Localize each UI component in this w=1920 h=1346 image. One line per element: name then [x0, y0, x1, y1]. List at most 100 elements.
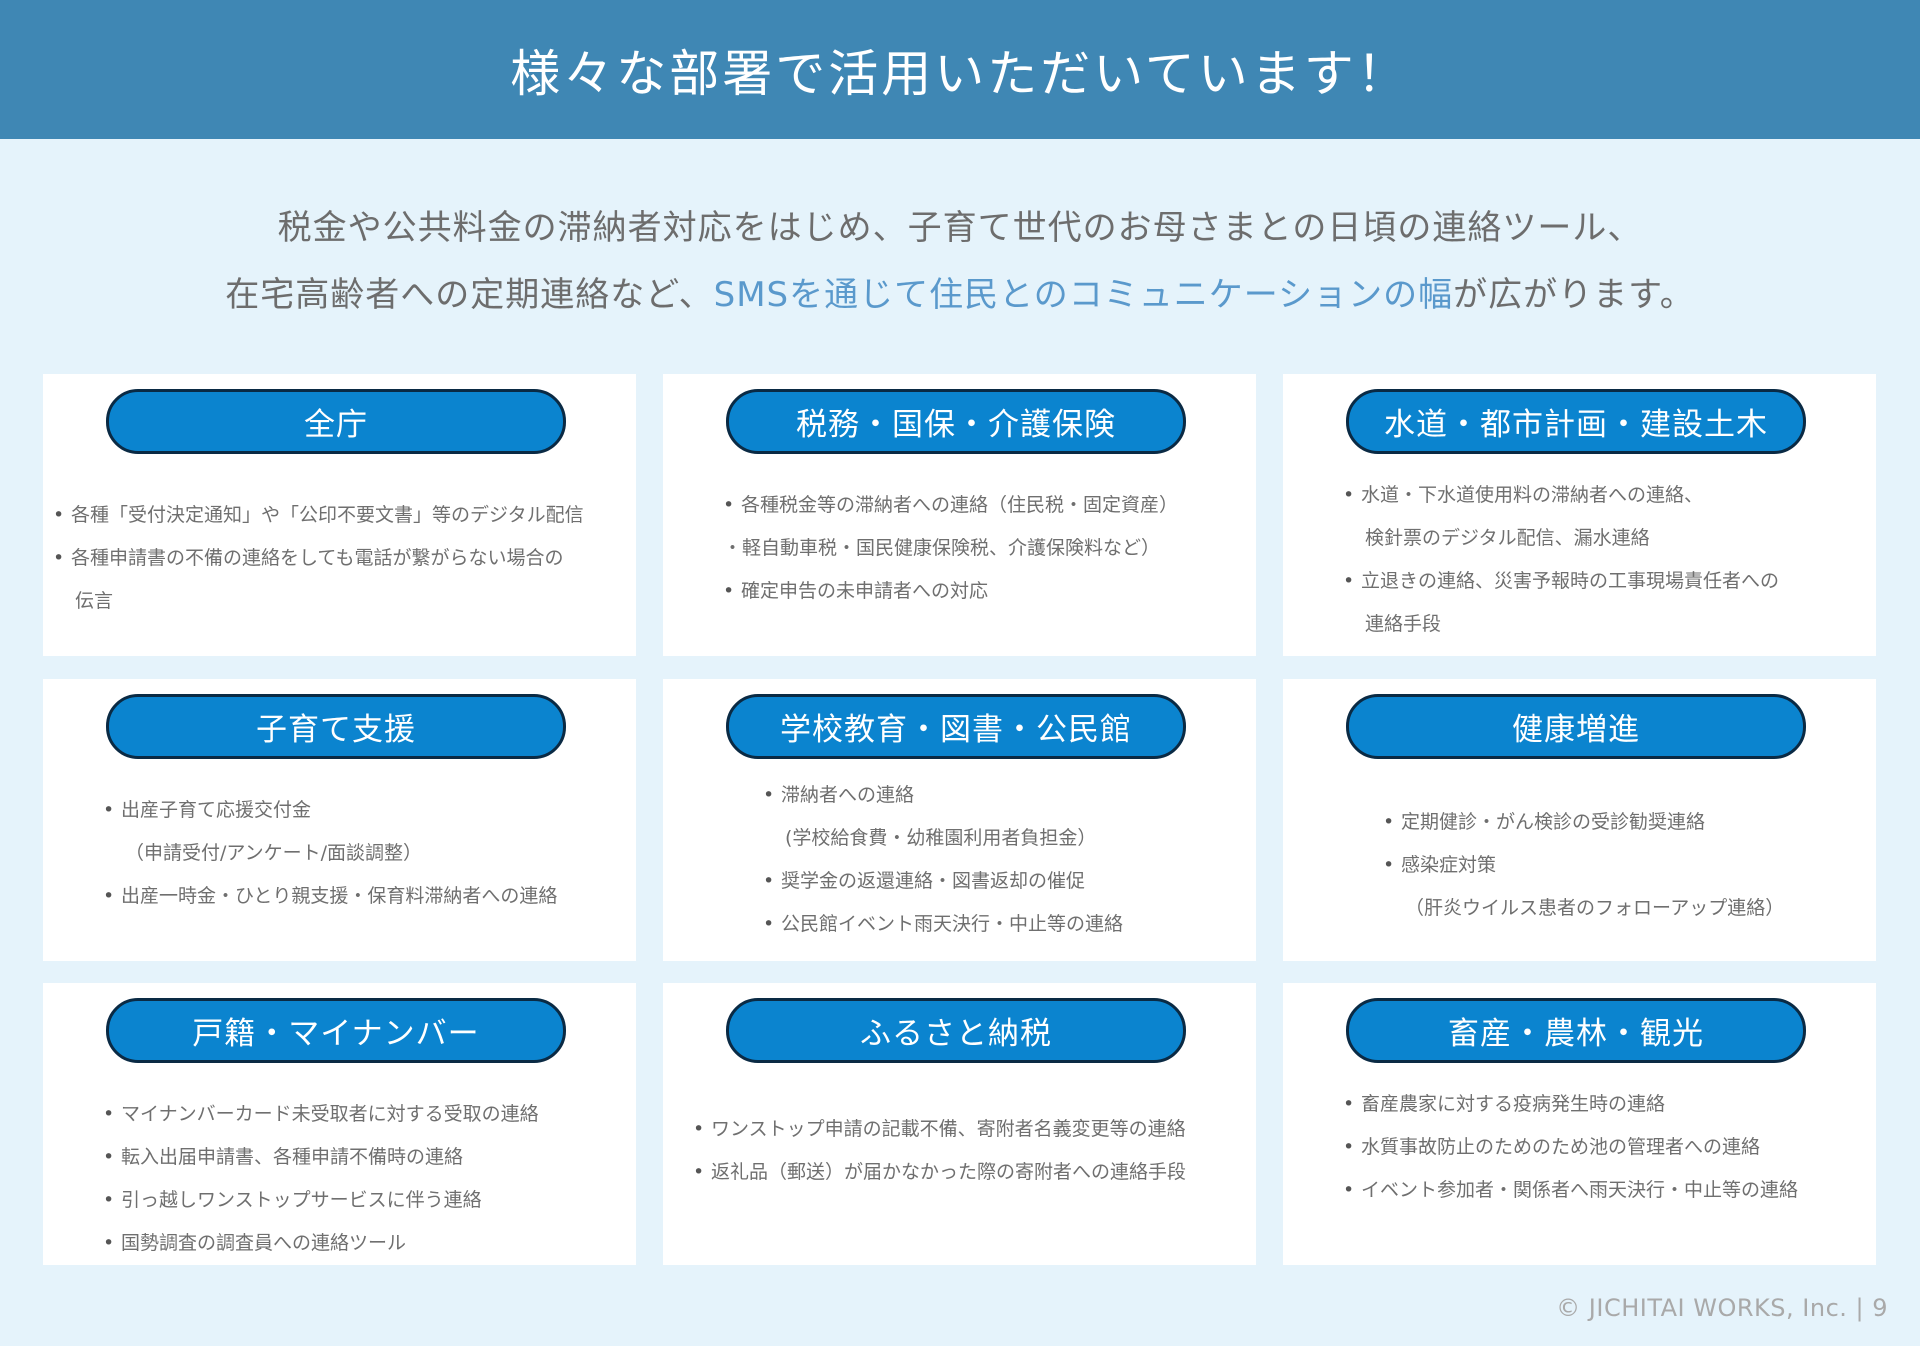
use-case-text: 公民館イベント雨天決行・中止等の連絡: [781, 913, 1124, 935]
use-case-text-continued: （肝炎ウイルス患者のフォローアップ連絡）: [1405, 897, 1785, 919]
use-case-text: 出産一時金・ひとり親支援・保育料滞納者への連絡: [121, 885, 558, 907]
use-case-text-continued: （申請受付/アンケート/面談調整）: [125, 842, 423, 864]
use-case-text: イベント参加者・関係者へ雨天決行・中止等の連絡: [1361, 1179, 1799, 1201]
bullet-icon: •: [693, 1118, 705, 1140]
bullet-icon: •: [1343, 570, 1355, 592]
use-case-text: 滞納者への連絡: [781, 784, 915, 806]
bullet-icon: •: [723, 494, 735, 516]
department-title-pill: ふるさと納税: [726, 998, 1186, 1063]
use-case-item: • 定期健診・がん検診の受診勧奨連絡: [1383, 801, 1784, 844]
use-case-text: 各種税金等の滞納者への連絡（住民税・固定資産）: [741, 494, 1179, 516]
bullet-icon: •: [103, 1232, 115, 1254]
use-case-list: •マイナンバーカード未受取者に対する受取の連絡•転入出届申請書、各種申請不備時の…: [103, 1093, 539, 1265]
use-case-item: •各種申請書の不備の連絡をしても電話が繋がらない場合の伝言: [53, 537, 584, 623]
use-case-text: 国勢調査の調査員への連絡ツール: [121, 1232, 407, 1254]
bullet-icon: •: [103, 799, 115, 821]
bullet-icon: •: [723, 580, 735, 602]
use-case-item: • 返礼品（郵送）が届かなかった際の寄附者への連絡手段: [693, 1151, 1186, 1194]
use-case-list: • ワンストップ申請の記載不備、寄附者名義変更等の連絡 • 返礼品（郵送）が届かなかっ…: [693, 1108, 1186, 1194]
use-case-list: • 水道・下水道使用料の滞納者への連絡、検針票のデジタル配信、漏水連絡 • 立退きの連…: [1343, 474, 1779, 646]
use-case-item: •水質事故防止のためのため池の管理者への連絡: [1343, 1126, 1798, 1169]
use-case-text: 奨学金の返還連絡・図書返却の催促: [781, 870, 1086, 892]
department-card: 健康増進 • 定期健診・がん検診の受診勧奨連絡 • 感染症対策 （肝炎ウイルス患者のフォロ…: [1283, 679, 1876, 961]
use-case-text: 転入出届申請書、各種申請不備時の連絡: [121, 1146, 464, 1168]
use-case-text-continued: 検針票のデジタル配信、漏水連絡: [1365, 527, 1650, 549]
use-case-list: • 各種「受付決定通知」や「公印不要文書」等のデジタル配信 •各種申請書の不備の連絡…: [53, 494, 584, 623]
use-case-item: • 公民館イベント雨天決行・中止等の連絡: [763, 903, 1123, 946]
use-case-item: • 水道・下水道使用料の滞納者への連絡、検針票のデジタル配信、漏水連絡: [1343, 474, 1779, 560]
intro-line-2-after: が広がります。: [1453, 275, 1695, 315]
use-case-item: •マイナンバーカード未受取者に対する受取の連絡: [103, 1093, 539, 1136]
use-case-item: • ワンストップ申請の記載不備、寄附者名義変更等の連絡: [693, 1108, 1186, 1151]
use-case-item: • 出産子育て応援交付金 （申請受付/アンケート/面談調整）: [103, 789, 557, 875]
use-case-list: • 定期健診・がん検診の受診勧奨連絡 • 感染症対策 （肝炎ウイルス患者のフォローアップ…: [1383, 801, 1784, 930]
intro-line-1: 税金や公共料金の滞納者対応をはじめ、子育て世代のお母さまとの日頃の連絡ツール、: [277, 208, 1643, 248]
use-case-text: 定期健診・がん検診の受診勧奨連絡: [1401, 811, 1706, 833]
use-case-item: • イベント参加者・関係者へ雨天決行・中止等の連絡: [1343, 1169, 1798, 1212]
bullet-icon: •: [103, 885, 115, 907]
department-card: 戸籍・マイナンバー•マイナンバーカード未受取者に対する受取の連絡•転入出届申請書…: [43, 983, 636, 1265]
use-case-list: • 滞納者への連絡 (学校給食費・幼稚園利用者負担金） • 奨学金の返還連絡・図書返却の…: [763, 774, 1123, 946]
department-title-pill: 水道・都市計画・建設土木: [1346, 389, 1806, 454]
use-case-list: •畜産農家に対する疫病発生時の連絡•水質事故防止のためのため池の管理者への連絡•…: [1343, 1083, 1798, 1212]
bullet-icon: •: [1343, 1179, 1355, 1201]
bullet-icon: •: [693, 1161, 705, 1183]
intro-line-2-before: 在宅高齢者への定期連絡など、: [225, 275, 714, 315]
use-case-text: 引っ越しワンストップサービスに伴う連絡: [121, 1189, 482, 1211]
department-title-pill: 税務・国保・介護保険: [726, 389, 1186, 454]
use-case-text: 各種申請書の不備の連絡をしても電話が繋がらない場合の: [71, 547, 564, 569]
use-case-text: 出産子育て応援交付金: [121, 799, 312, 821]
department-card: 水道・都市計画・建設土木 • 水道・下水道使用料の滞納者への連絡、検針票のデジタル配…: [1283, 374, 1876, 656]
use-case-text: 確定申告の未申請者への対応: [741, 580, 989, 602]
use-case-list: • 各種税金等の滞納者への連絡（住民税・固定資産） ・軽自動車税・国民健康保険税、介…: [723, 484, 1178, 613]
department-card: ふるさと納税 • ワンストップ申請の記載不備、寄附者名義変更等の連絡 • 返礼品（郵送）…: [663, 983, 1256, 1265]
department-card: 税務・国保・介護保険 • 各種税金等の滞納者への連絡（住民税・固定資産） ・軽自動車税…: [663, 374, 1256, 656]
bullet-icon: •: [763, 870, 775, 892]
use-case-text: 立退きの連絡、災害予報時の工事現場責任者への: [1361, 570, 1780, 592]
use-case-text: 水道・下水道使用料の滞納者への連絡、: [1361, 484, 1704, 506]
use-case-item: • 確定申告の未申請者への対応: [723, 570, 1178, 613]
slide-header: 様々な部署で活用いただいています！: [0, 0, 1920, 139]
department-title-pill: 学校教育・図書・公民館: [726, 694, 1186, 759]
bullet-icon: •: [53, 504, 65, 526]
page-title: 様々な部署で活用いただいています！: [510, 44, 1410, 103]
use-case-text-continued: (学校給食費・幼稚園利用者負担金）: [785, 827, 1097, 849]
use-case-item: •転入出届申請書、各種申請不備時の連絡: [103, 1136, 539, 1179]
use-case-item: • 畜産農家に対する疫病発生時の連絡: [1343, 1083, 1798, 1126]
use-case-item: • 引っ越しワンストップサービスに伴う連絡: [103, 1179, 539, 1222]
use-case-item: • 各種「受付決定通知」や「公印不要文書」等のデジタル配信: [53, 494, 584, 537]
use-case-text: 各種「受付決定通知」や「公印不要文書」等のデジタル配信: [71, 504, 584, 526]
use-case-list: • 出産子育て応援交付金 （申請受付/アンケート/面談調整） • 出産一時金・ひとり親支…: [103, 789, 557, 918]
use-case-text: 水質事故防止のためのため池の管理者への連絡: [1361, 1136, 1761, 1158]
department-card: 学校教育・図書・公民館 • 滞納者への連絡 (学校給食費・幼稚園利用者負担金） • 奨学金…: [663, 679, 1256, 961]
use-case-item: ・軽自動車税・国民健康保険税、介護保険料など）: [723, 527, 1178, 570]
use-case-item: • 滞納者への連絡 (学校給食費・幼稚園利用者負担金）: [763, 774, 1123, 860]
use-case-text: 感染症対策: [1401, 854, 1497, 876]
bullet-icon: •: [1343, 1093, 1355, 1115]
bullet-icon: •: [1383, 811, 1395, 833]
use-case-text: マイナンバーカード未受取者に対する受取の連絡: [121, 1103, 539, 1125]
copyright-footer: © JICHITAI WORKS, Inc. | 9: [1556, 1294, 1888, 1322]
bullet-icon: •: [1383, 854, 1395, 876]
department-title-pill: 戸籍・マイナンバー: [106, 998, 566, 1063]
use-case-text: ・軽自動車税・国民健康保険税、介護保険料など）: [723, 537, 1161, 559]
department-card: 畜産・農林・観光•畜産農家に対する疫病発生時の連絡•水質事故防止のためのため池の…: [1283, 983, 1876, 1265]
department-title-pill: 健康増進: [1346, 694, 1806, 759]
department-title-pill: 畜産・農林・観光: [1346, 998, 1806, 1063]
intro-highlight: SMSを通じて住民とのコミュニケーションの幅: [713, 275, 1454, 315]
use-case-text: 返礼品（郵送）が届かなかった際の寄附者への連絡手段: [711, 1161, 1187, 1183]
department-title-pill: 子育て支援: [106, 694, 566, 759]
use-case-text-continued: 連絡手段: [1365, 613, 1442, 635]
bullet-icon: •: [103, 1189, 115, 1211]
department-title-pill: 全庁: [106, 389, 566, 454]
use-case-item: • 感染症対策 （肝炎ウイルス患者のフォローアップ連絡）: [1383, 844, 1784, 930]
bullet-icon: •: [763, 913, 775, 935]
bullet-icon: •: [763, 784, 775, 806]
bullet-icon: •: [1343, 484, 1355, 506]
use-case-text: 畜産農家に対する疫病発生時の連絡: [1361, 1093, 1666, 1115]
department-card: 子育て支援 • 出産子育て応援交付金 （申請受付/アンケート/面談調整） • 出産一時金・…: [43, 679, 636, 961]
department-card: 全庁 • 各種「受付決定通知」や「公印不要文書」等のデジタル配信 •各種申請書の不備の…: [43, 374, 636, 656]
use-case-text: ワンストップ申請の記載不備、寄附者名義変更等の連絡: [711, 1118, 1186, 1140]
intro-text: 税金や公共料金の滞納者対応をはじめ、子育て世代のお母さまとの日頃の連絡ツール、 …: [0, 195, 1920, 329]
use-case-item: • 立退きの連絡、災害予報時の工事現場責任者への連絡手段: [1343, 560, 1779, 646]
